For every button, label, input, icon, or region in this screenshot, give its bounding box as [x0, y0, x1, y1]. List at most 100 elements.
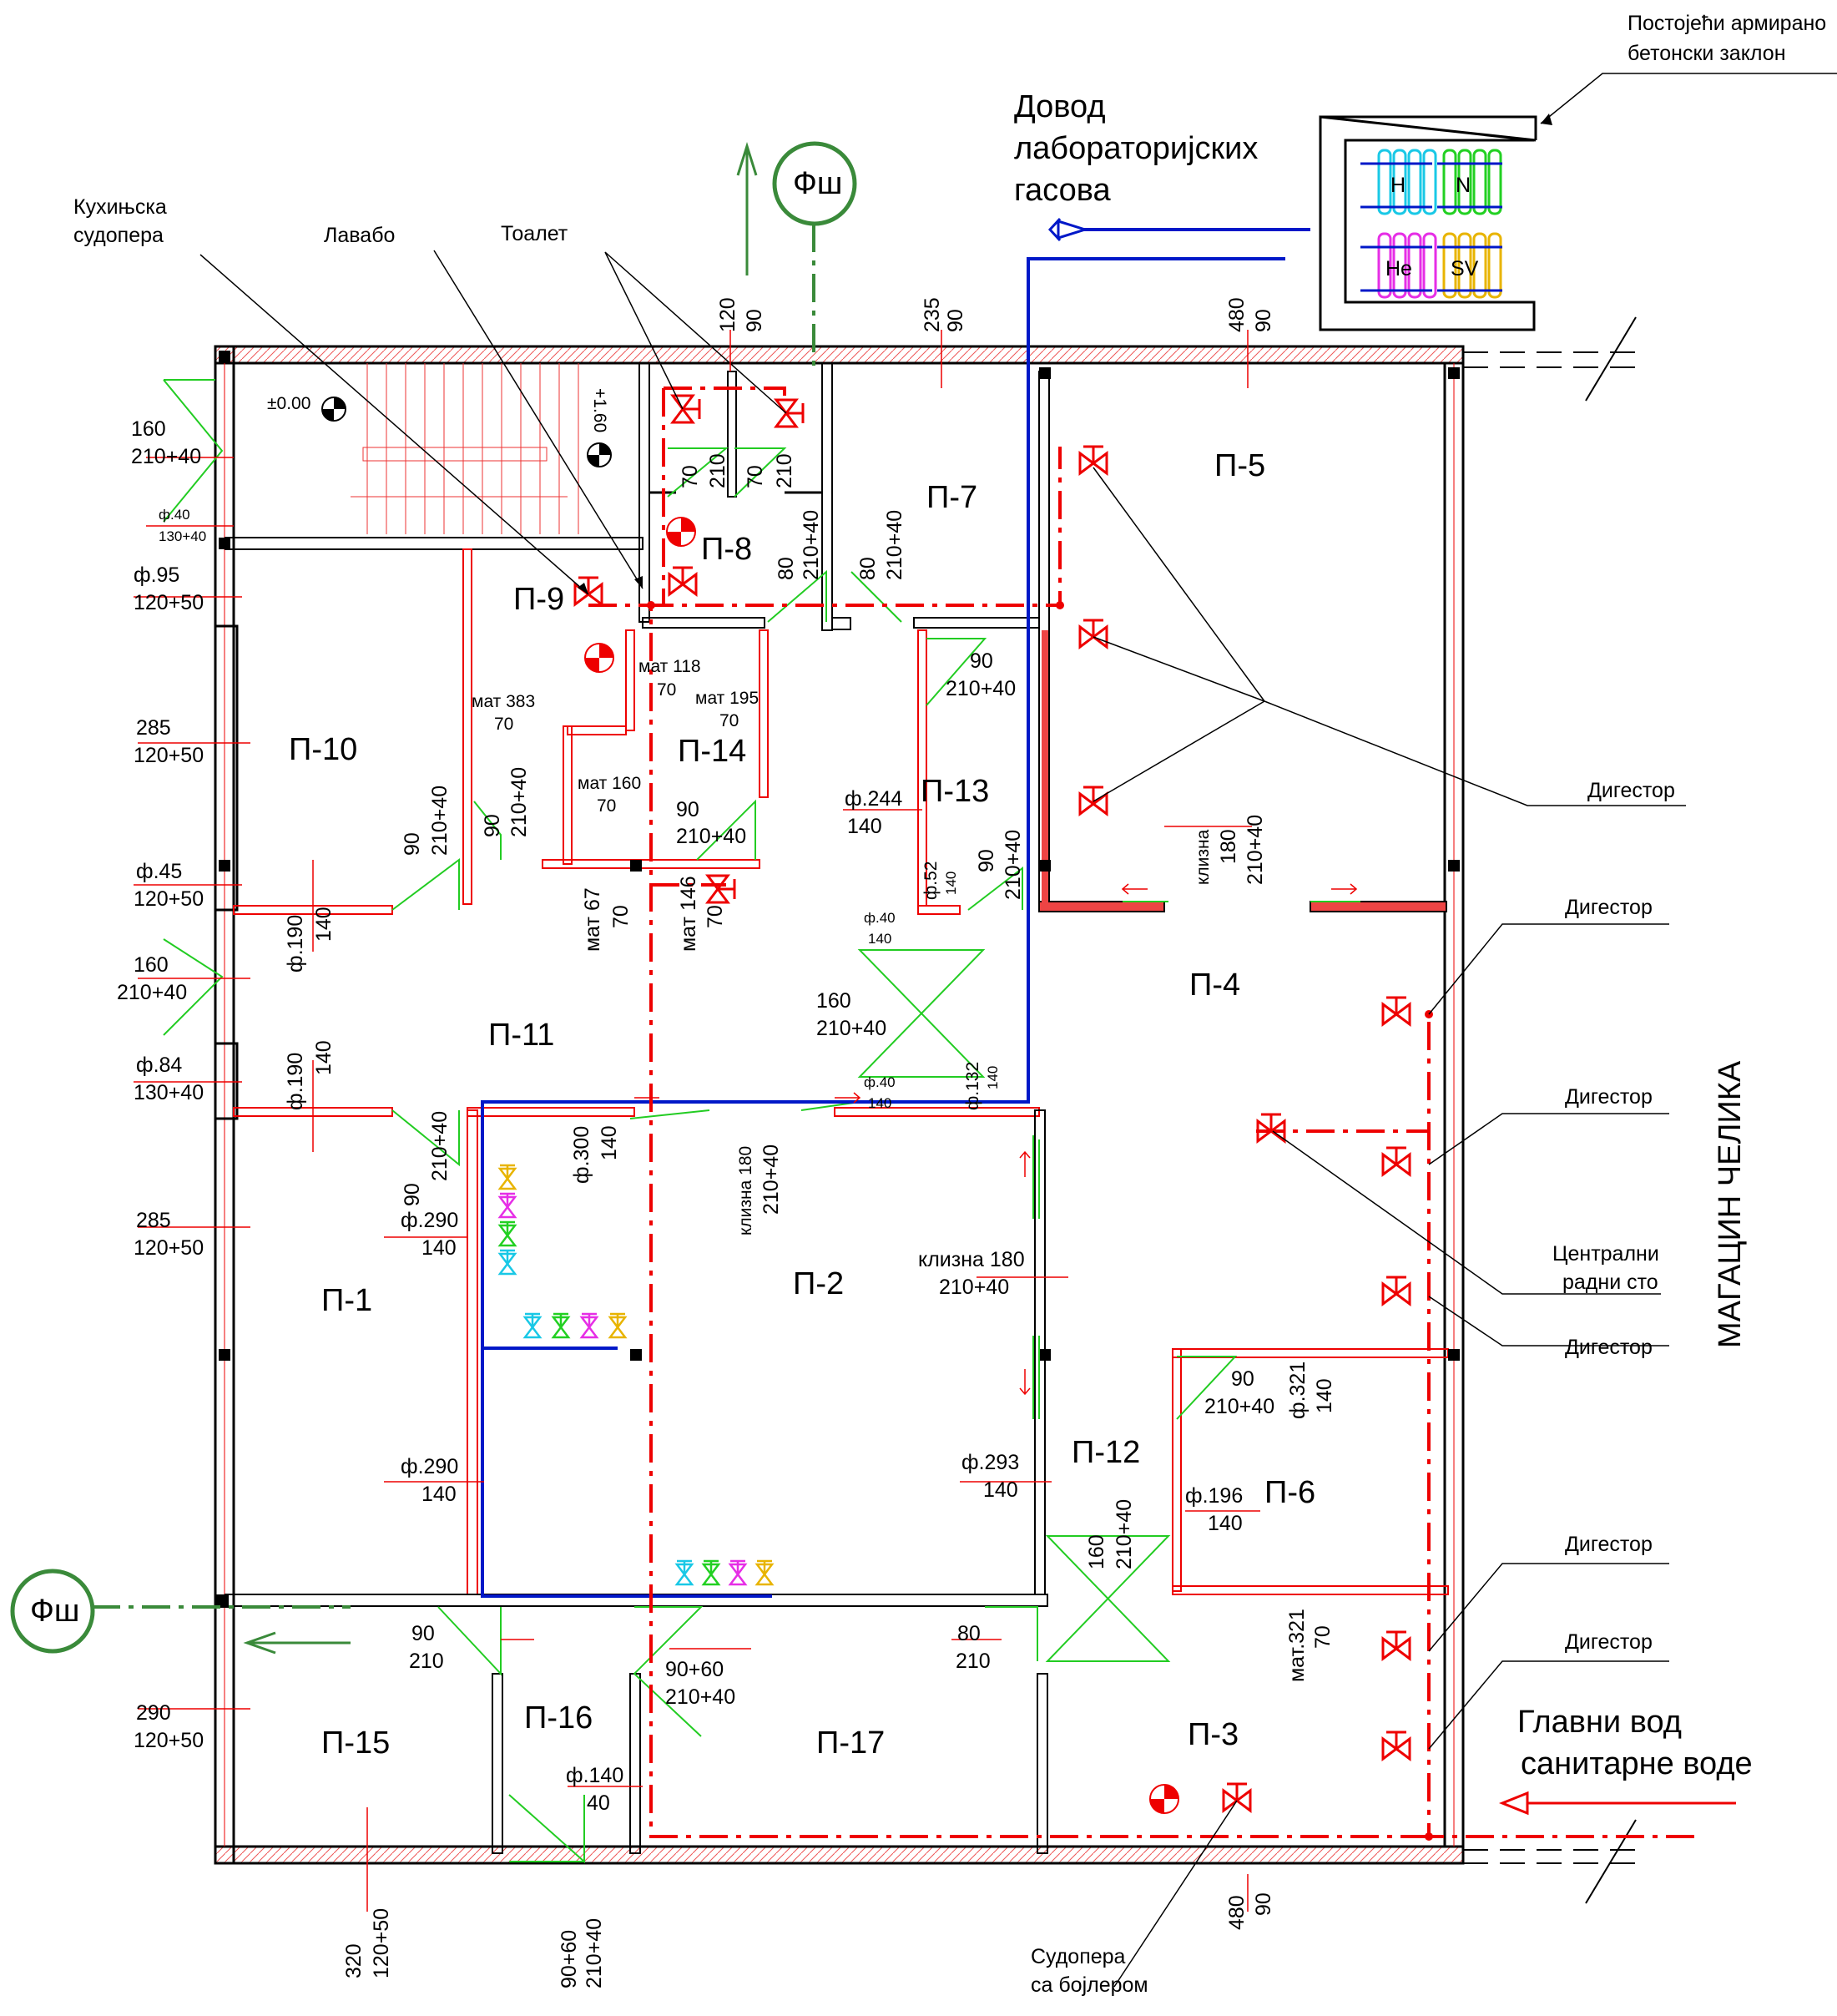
drain-lines [10, 141, 857, 1655]
valve-icon [1222, 1782, 1252, 1812]
dimension-label: ф.190 [284, 1053, 307, 1110]
gas-valve-cluster-p2 [523, 1312, 627, 1339]
dimension-label: 90 [411, 1622, 435, 1645]
dimension-label: 210+40 [428, 1111, 452, 1181]
dimension-label: мат 160 [578, 774, 641, 793]
dimension-label: 90 [1252, 309, 1275, 332]
water-pipelines [588, 387, 1736, 1841]
dimension-label: ф.52 [921, 861, 941, 900]
gas-supply-label: гасова [1014, 173, 1111, 208]
valve-icon [1381, 1731, 1411, 1761]
room-label-P-2: П-2 [793, 1266, 844, 1301]
dimension-label: 210 [706, 453, 729, 488]
valve-icon [668, 566, 698, 596]
dimension-label: 90+60 [665, 1658, 724, 1681]
dimension-label: клизна [1194, 829, 1213, 885]
dimension-label: ф.190 [284, 915, 307, 973]
dimension-label: 180 [1217, 829, 1240, 864]
dimension-label: 140 [312, 907, 336, 942]
gas-valve-cluster-p1 [498, 1164, 517, 1276]
dimension-label: 80 [775, 557, 798, 580]
dimension-label: 210+40 [816, 1017, 886, 1040]
gas-bunker [1319, 115, 1537, 331]
gas-valve-cluster-p17 [675, 1559, 774, 1586]
dimension-label: ф.140 [566, 1764, 623, 1787]
dimension-label: 210+40 [939, 1276, 1009, 1299]
fume-hood-label: Дигестор [1565, 1533, 1653, 1556]
dimension-label: 140 [1208, 1512, 1243, 1535]
dimension-label: 140 [943, 872, 959, 895]
dimension-label: 480 [1225, 1895, 1249, 1930]
cylinder-label-H: H [1390, 174, 1406, 197]
room-label-P-3: П-3 [1188, 1717, 1239, 1752]
valve-icon [1381, 1630, 1411, 1660]
dimension-label: ф.290 [401, 1455, 458, 1478]
dimension-label: 120+50 [134, 591, 204, 614]
valve-icon [1381, 1276, 1411, 1306]
dimension-label: 480 [1225, 297, 1249, 332]
dimension-label: 210 [956, 1650, 991, 1673]
central-bench-label: радни сто [1562, 1271, 1658, 1294]
dimension-label: 210+40 [1002, 830, 1025, 900]
dimension-label: мат 118 [638, 657, 701, 676]
room-label-P-16: П-16 [524, 1700, 593, 1736]
dimension-label: ф.40 [159, 507, 190, 523]
dimension-label: ф.95 [134, 563, 179, 587]
dimension-label: 235 [921, 297, 944, 332]
room-label-P-8: П-8 [701, 532, 752, 567]
dimension-label: ф.45 [136, 860, 182, 883]
dimension-label: 90 [1231, 1367, 1254, 1391]
dimension-label: 90 [401, 1183, 424, 1206]
valve-icon [671, 394, 701, 424]
dimension-label: мат 195 [695, 689, 759, 708]
dimension-label: 210+40 [946, 677, 1016, 700]
dimension-label: 140 [598, 1125, 621, 1160]
dimension-label: 210+40 [131, 445, 201, 468]
dimension-label: 90 [743, 309, 766, 332]
fume-hood-label: Дигестор [1565, 896, 1653, 919]
room-label-P-12: П-12 [1072, 1435, 1140, 1470]
dimension-label: 210+40 [800, 510, 823, 580]
dimension-label: 70 [744, 465, 767, 488]
dimension-label: 285 [136, 1209, 171, 1232]
dimension-label: 40 [587, 1791, 610, 1815]
interior-walls [214, 351, 1460, 1854]
drain-symbol-left: Фш [30, 1594, 79, 1629]
dimension-label: 70 [609, 905, 633, 928]
bunker-label: бетонски заклон [1628, 42, 1786, 65]
main-water-label: санитарне воде [1521, 1746, 1753, 1781]
dimension-label: 90 [944, 309, 967, 332]
dimension-label: 140 [1313, 1378, 1336, 1413]
dimension-label: 90 [401, 832, 424, 856]
dimension-label: 80 [957, 1622, 981, 1645]
dimension-label: клизна 180 [918, 1248, 1025, 1271]
cylinder-rack-He [1360, 232, 1437, 299]
dimension-label: 120 [716, 297, 739, 332]
dimension-labels: 160 210+40 ф.40 130+40 ф.95 120+50 285 1… [117, 297, 1336, 1988]
dimension-label: ф.321 [1286, 1362, 1310, 1419]
room-label-P-1: П-1 [321, 1283, 372, 1318]
dimension-label: мат 67 [581, 887, 604, 952]
room-label-P-11: П-11 [488, 1018, 554, 1053]
room-label-P-15: П-15 [321, 1725, 390, 1761]
dimension-label: 120+50 [370, 1908, 393, 1978]
dimension-label: 210 [773, 453, 796, 488]
washbasin-label: Лавабо [324, 224, 395, 247]
dimension-label: 285 [136, 716, 171, 740]
dimension-label: 210+40 [760, 1144, 783, 1215]
cylinder-label-N: N [1456, 174, 1471, 197]
dimension-label: 70 [597, 796, 616, 816]
dimension-label: 70 [679, 465, 702, 488]
kitchen-sink-label: Кухињска [73, 195, 167, 219]
level-mark-icon [321, 397, 346, 422]
dimension-label: 160 [131, 417, 166, 441]
dimension-label: ф.293 [961, 1451, 1019, 1474]
room-label-P-6: П-6 [1264, 1475, 1315, 1510]
fume-hood-label: Дигестор [1565, 1336, 1653, 1359]
dimension-label: ф.84 [136, 1053, 182, 1077]
dimension-label: 70 [719, 711, 739, 730]
valve-icon [775, 398, 805, 428]
dimension-label: 70 [1311, 1625, 1335, 1649]
dimension-label: 90 [975, 849, 998, 872]
